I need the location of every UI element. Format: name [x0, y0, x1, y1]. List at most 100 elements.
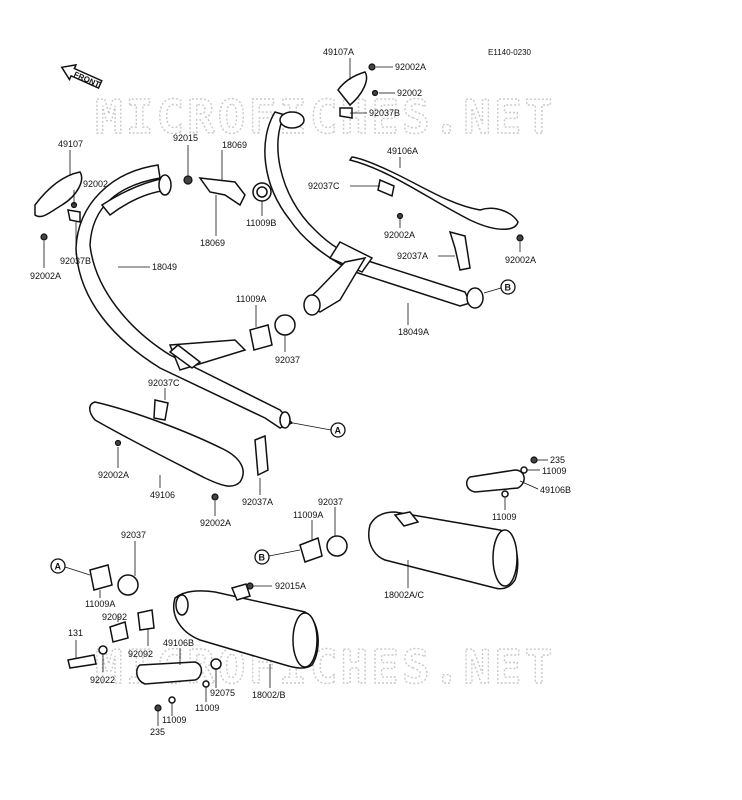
part-labels: 49107A 92002A 92002 92037B 49107 92002 9…: [30, 47, 571, 737]
svg-text:B: B: [259, 553, 266, 563]
washer-11009-right: [520, 466, 528, 474]
label-131: 131: [68, 628, 83, 638]
label-92015: 92015: [173, 133, 198, 143]
label-18002AC: 18002A/C: [384, 590, 425, 600]
label-92002A-right: 92002A: [505, 255, 536, 265]
label-11009-bottom: 11009: [195, 703, 219, 713]
bracket-49106B-right: [465, 469, 525, 493]
heat-shield-49106: [89, 401, 244, 487]
label-11009A-mid: 11009A: [236, 294, 266, 304]
label-18002B: 18002/B: [252, 690, 286, 700]
label-11009A-right: 11009A: [293, 510, 323, 520]
heat-shield-49107: [34, 171, 83, 218]
label-235-bottom: 235: [150, 727, 165, 737]
bolt-92002A-low: [114, 439, 122, 447]
label-92092-a: 92092: [102, 612, 127, 622]
spacer-92092-a: [109, 621, 129, 643]
label-49106A: 49106A: [387, 146, 418, 156]
collar-11009A-mid: [249, 324, 273, 351]
label-92075: 92075: [210, 688, 235, 698]
muffler-18002-B: [173, 583, 319, 669]
spacer-92092-b: [137, 609, 155, 631]
label-11009-bottom2: 11009: [162, 715, 186, 725]
washer-11009-bottom2: [168, 696, 176, 704]
label-92037-right: 92037: [318, 497, 343, 507]
label-49107: 49107: [58, 139, 83, 149]
gasket-11009B-inner: [256, 186, 268, 198]
collar-11009A-left: [89, 564, 113, 591]
label-92037C-left: 92037C: [148, 378, 180, 388]
label-11009A-left: 11009A: [85, 599, 115, 609]
label-92002A-mid: 92002A: [384, 230, 415, 240]
svg-text:B: B: [505, 283, 512, 293]
label-92092-b: 92092: [128, 649, 153, 659]
clamp-92037C-low: [153, 399, 169, 421]
bolt-92002A-top: [368, 63, 376, 71]
label-92037B-top: 92037B: [369, 108, 400, 118]
label-92037A-top: 92037A: [397, 251, 428, 261]
clamp-92037-left: [117, 574, 139, 596]
label-92002-top: 92002: [397, 88, 422, 98]
label-49106B-right: 49106B: [540, 485, 571, 495]
bolt-92002A-bottom: [211, 493, 219, 501]
leader-lines: [43, 58, 548, 726]
washer-92022: [98, 645, 108, 655]
nut-92015: [183, 175, 193, 185]
grommet-92075: [210, 658, 222, 670]
muffler-18002A-C: [368, 511, 519, 590]
label-92015A: 92015A: [275, 581, 306, 591]
bolt-92002-top: [371, 89, 379, 97]
clamp-92037A-top: [448, 230, 471, 271]
label-18069-a: 18069: [222, 140, 247, 150]
clamp-92037A-low: [254, 434, 269, 477]
label-92002-left: 92002: [83, 179, 108, 189]
clamp-92037B-left: [67, 209, 81, 223]
label-235-right: 235: [550, 455, 565, 465]
svg-text:A: A: [55, 562, 62, 572]
washer-11009-right2: [501, 490, 509, 498]
washer-11009-bottom: [202, 680, 210, 688]
label-49106: 49106: [150, 490, 175, 500]
clamp-92037C-top: [377, 178, 395, 198]
clamp-92037B-top: [339, 107, 353, 119]
label-92002A-top: 92002A: [395, 62, 426, 72]
bolt-92002A-mid: [396, 212, 404, 220]
label-92037-mid: 92037: [275, 355, 300, 365]
label-92022: 92022: [90, 675, 115, 685]
header-pipe-18049A: [264, 111, 484, 316]
bolt-235-right: [530, 456, 538, 464]
clamp-92037-mid: [274, 314, 296, 336]
connector-b-lower: B: [254, 549, 301, 565]
clamp-92037-right: [326, 535, 348, 557]
heat-shield-49107A: [337, 71, 368, 107]
label-92002A-left: 92002A: [30, 271, 61, 281]
watermark-top: MICROFICHES.NET: [95, 90, 555, 144]
label-11009-right2: 11009: [492, 512, 516, 522]
collar-11009A-right: [299, 536, 323, 563]
label-49107A: 49107A: [323, 47, 354, 57]
heat-shield-49106A: [348, 156, 519, 230]
svg-text:A: A: [335, 426, 342, 436]
bolt-92002A-right: [516, 234, 524, 242]
bolt-235-bottom: [154, 704, 162, 712]
bolt-131: [67, 654, 97, 669]
front-label: FRONT: [72, 70, 101, 89]
diagram-code: E1140-0230: [488, 48, 532, 57]
header-pipe-18049: [75, 164, 294, 429]
label-11009-right: 11009: [542, 466, 566, 476]
nut-92015A: [246, 582, 254, 590]
connector-b-upper: B: [483, 279, 516, 295]
label-49106B-left: 49106B: [163, 638, 194, 648]
bracket-49106B-left: [135, 661, 203, 685]
label-92002A-bottom: 92002A: [200, 518, 231, 528]
connector-a-lower: A: [50, 558, 91, 576]
label-92037A-low: 92037A: [242, 497, 273, 507]
connector-a-upper: A: [292, 422, 346, 438]
front-arrow-icon: FRONT: [60, 63, 103, 89]
label-92037B-left: 92037B: [60, 256, 91, 266]
label-11009B: 11009B: [246, 218, 276, 228]
bolt-92002A-left: [40, 233, 48, 241]
label-92002A-low: 92002A: [98, 470, 129, 480]
label-92037-left: 92037: [121, 530, 146, 540]
